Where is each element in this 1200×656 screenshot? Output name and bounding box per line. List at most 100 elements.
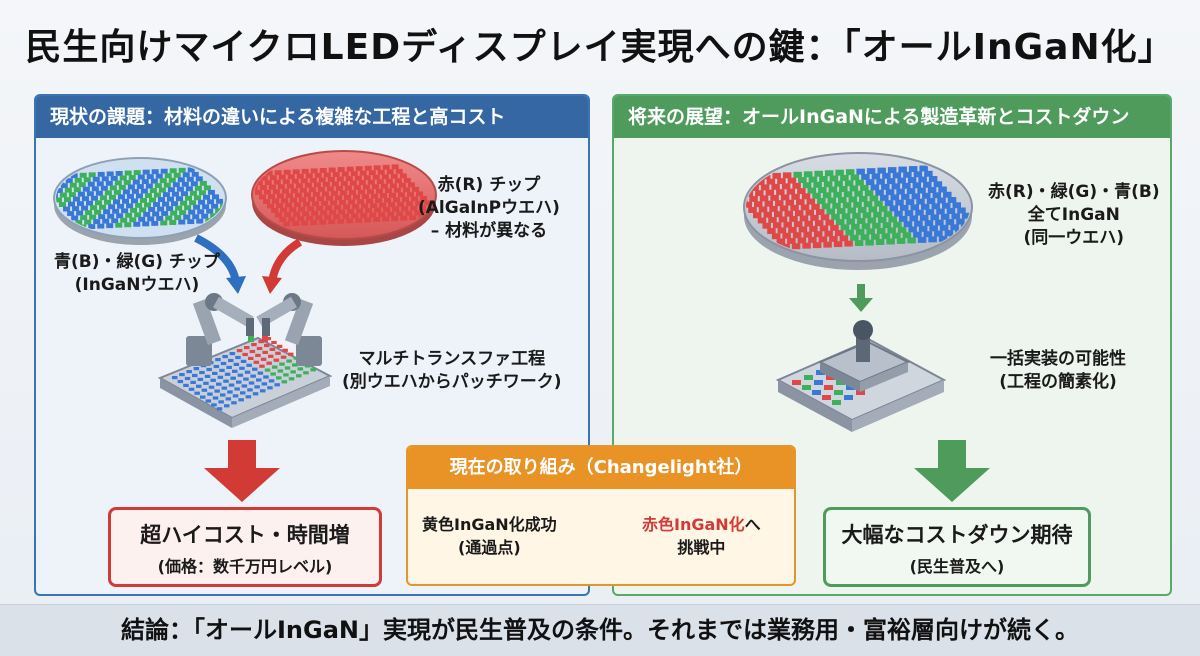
patch-chip [296,374,302,378]
led-chip [929,225,938,232]
led-chip [125,212,133,218]
led-chip [326,186,334,192]
led-chip [756,179,765,186]
patch-chip [201,388,208,392]
led-chip [151,220,159,226]
led-chip [381,174,389,180]
led-chip [352,204,360,209]
led-chip [94,209,102,215]
led-chip [931,203,940,210]
led-chip [328,219,336,225]
led-chip [99,204,107,210]
led-chip [882,222,892,229]
led-chip [819,176,828,182]
patch-chip [234,387,240,391]
led-chip [277,184,285,190]
led-chip [860,234,870,241]
led-chip [97,171,105,177]
led-chip [939,224,949,231]
led-chip [149,188,157,193]
led-chip [879,205,888,212]
led-chip [309,177,317,183]
batch-mount-label: 一括実装の可能性 (工程の簡素化) [990,349,1126,392]
led-chip [181,181,189,187]
led-chip [348,190,356,195]
led-chip [369,212,377,218]
patch-chip [224,404,230,408]
led-chip [80,215,88,220]
led-chip [162,192,170,198]
led-chip [175,205,183,211]
led-chip [84,219,92,225]
patch-chip [269,347,276,351]
led-chip [298,206,306,212]
patch-chip [226,365,232,369]
led-chip [63,206,71,212]
patch-chip [243,377,249,381]
led-chip [199,180,207,186]
led-chip [844,180,854,187]
led-chip [329,209,337,215]
led-chip [777,227,787,234]
led-chip [332,172,340,177]
led-chip [85,210,93,216]
led-chip [881,183,890,190]
led-chip [843,191,853,198]
led-chip [355,217,363,223]
led-chip [110,175,118,181]
led-chip [101,176,109,182]
led-chip [787,237,796,244]
led-chip [814,220,824,227]
led-chip [322,181,330,187]
led-chip [100,185,108,191]
led-chip [259,185,267,190]
led-chip [373,217,381,222]
patch-chip [257,371,264,375]
led-chip [380,193,387,199]
current-issues-header: 現状の課題：材料の違いによる複雑な工程と高コスト [36,96,588,138]
led-chip [952,202,961,209]
led-chip [68,192,76,198]
led-chip [865,239,874,246]
led-chip [70,173,78,179]
led-chip [69,182,77,188]
led-chip [746,174,750,181]
patch-chip [238,398,244,402]
led-chip [808,176,818,183]
led-chip [938,186,947,193]
led-chip [375,188,383,194]
bg-wafer-icon [53,157,227,245]
led-chip [56,188,63,193]
led-chip [914,220,923,227]
led-chip [135,202,143,208]
led-chip [384,197,392,203]
led-chip [385,178,393,184]
led-chip [409,215,417,221]
led-chip [272,189,280,195]
patch-chip [277,369,284,373]
led-chip [283,169,291,175]
led-chip [269,175,277,181]
led-chip [946,208,956,214]
patch-chip [246,363,252,367]
led-chip [313,182,321,188]
led-chip [764,200,774,207]
patch-chip [237,373,244,377]
led-chip [398,192,405,198]
patch-chip [264,368,271,372]
led-chip [335,186,343,191]
led-chip [760,184,770,191]
led-chip [285,202,293,208]
led-chip [273,179,281,185]
led-chip [293,211,301,217]
led-chip [798,226,808,233]
led-chip [96,181,104,187]
led-chip [890,194,900,201]
led-chip [801,193,811,200]
patch-chip [217,375,224,379]
led-chip [243,177,250,182]
led-chip [790,204,799,211]
led-chip [147,216,155,222]
led-chip [167,196,174,202]
led-chip [750,184,759,191]
